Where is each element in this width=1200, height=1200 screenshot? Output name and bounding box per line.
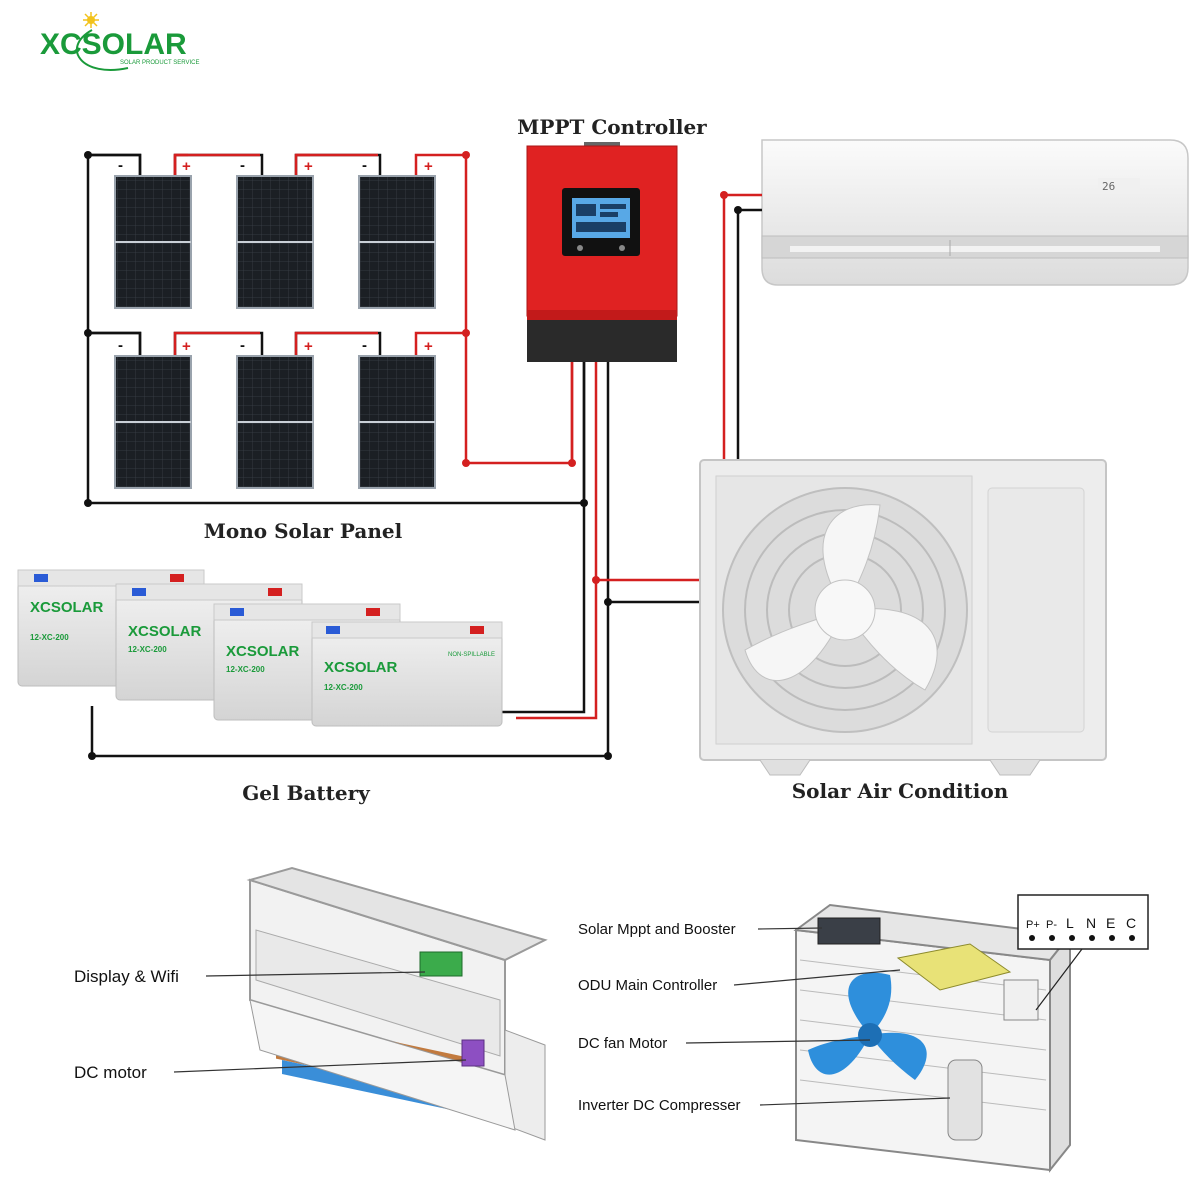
negative-bus-overlay	[88, 153, 142, 355]
junction-dots	[84, 151, 588, 507]
logo-tagline: SOLAR PRODUCT SERVICE	[120, 60, 199, 66]
dc-fan-blade	[808, 972, 927, 1080]
fan-grille	[722, 487, 968, 733]
negative-sign: -	[362, 157, 367, 174]
ac-display-temperature: 26	[1102, 180, 1115, 193]
polarity-signs: - + - + - + - + - + - +	[118, 157, 433, 355]
controller-confirm-button	[619, 245, 625, 251]
callout-odu-main-controller: ODU Main Controller	[578, 977, 717, 994]
positive-sign: +	[182, 158, 191, 175]
mono-solar-panel-label: Mono Solar Panel	[204, 519, 403, 543]
solar-air-condition-label: Solar Air Condition	[792, 779, 1009, 803]
inverter-compressor	[947, 1059, 983, 1141]
indoor-unit-cutaway	[246, 866, 548, 1141]
solar-panel	[358, 175, 436, 309]
solar-panel	[236, 175, 314, 309]
positive-sign: +	[304, 338, 313, 355]
positive-sign: +	[424, 158, 433, 175]
battery-model: 12-XC-200	[30, 633, 69, 642]
xcsolar-logo: XCSOLAR SOLAR PRODUCT SERVICE	[40, 12, 199, 71]
solar-panel	[358, 355, 436, 489]
positive-sign: +	[424, 338, 433, 355]
battery-model: 12-XC-200	[226, 665, 265, 674]
battery-brand: XCSOLAR	[226, 643, 300, 660]
callout-display-wifi: Display & Wifi	[74, 967, 179, 986]
battery-model: 12-XC-200	[324, 683, 363, 692]
terminal-label: P-	[1046, 919, 1057, 931]
battery-brand: XCSOLAR	[324, 659, 398, 676]
front-panel	[249, 999, 516, 1131]
negative-sign: -	[240, 337, 245, 354]
indoor-unit-wiring	[722, 193, 762, 460]
solar-panel	[236, 355, 314, 489]
gel-battery-label: Gel Battery	[242, 781, 371, 805]
battery-brand: XCSOLAR	[30, 599, 104, 616]
mppt-controller-label: MPPT Controller	[517, 115, 707, 139]
terminal-label: E	[1106, 915, 1115, 931]
solar-panel	[114, 175, 192, 309]
sun-icon	[83, 12, 99, 28]
callout-inverter-dc-compressor: Inverter DC Compresser	[578, 1097, 741, 1114]
positive-sign: +	[182, 338, 191, 355]
indoor-callouts: Display & Wifi DC motor	[74, 967, 467, 1082]
negative-sign: -	[118, 337, 123, 354]
junction-dot	[734, 206, 742, 214]
odu-main-controller-board	[896, 943, 1012, 991]
terminal-label: P+	[1026, 919, 1040, 931]
logo-text: XCSOLAR	[40, 28, 187, 61]
gel-battery-bank: XCSOLAR 12-XC-200 XCSOLAR 12-XC-200 XCSO…	[17, 569, 503, 727]
positive-stubs	[173, 153, 378, 355]
outdoor-ac-unit	[699, 459, 1107, 776]
mppt-controller	[526, 142, 678, 362]
dc-motor-component	[461, 1039, 485, 1067]
junction-dot	[720, 191, 728, 199]
outdoor-foot	[759, 759, 811, 776]
callout-dc-fan-motor: DC fan Motor	[578, 1035, 667, 1052]
controller-select-button	[577, 245, 583, 251]
indoor-ac-unit: 26	[761, 139, 1189, 286]
logo-swoosh	[76, 29, 129, 71]
display-wifi-board	[419, 951, 463, 977]
negative-sign: -	[118, 157, 123, 174]
callout-solar-mppt-booster: Solar Mppt and Booster	[578, 921, 736, 938]
outdoor-callouts: Solar Mppt and Booster ODU Main Controll…	[578, 921, 951, 1114]
solar-panel	[114, 355, 192, 489]
terminal-label: C	[1126, 915, 1136, 931]
gel-battery: XCSOLAR 12-XC-200 NON-SPILLABLE	[311, 621, 503, 727]
positive-sign: +	[304, 158, 313, 175]
callout-dc-motor: DC motor	[74, 1063, 147, 1082]
outdoor-unit-cutaway	[793, 903, 1072, 1173]
mppt-booster-module	[817, 917, 881, 945]
negative-sign: -	[240, 157, 245, 174]
controller-wiring	[90, 362, 700, 758]
outdoor-foot	[989, 759, 1041, 776]
terminal-block: P+ P- L N E C	[1017, 894, 1149, 1011]
terminal-label: N	[1086, 915, 1096, 931]
ac-display-panel	[1098, 178, 1140, 192]
solar-panel-array	[114, 175, 436, 489]
controller-junction-dots	[88, 576, 612, 760]
terminal-label: L	[1066, 915, 1074, 931]
battery-tag: NON-SPILLABLE	[448, 652, 495, 658]
battery-brand: XCSOLAR	[128, 623, 202, 640]
negative-sign: -	[362, 337, 367, 354]
battery-model: 12-XC-200	[128, 645, 167, 654]
